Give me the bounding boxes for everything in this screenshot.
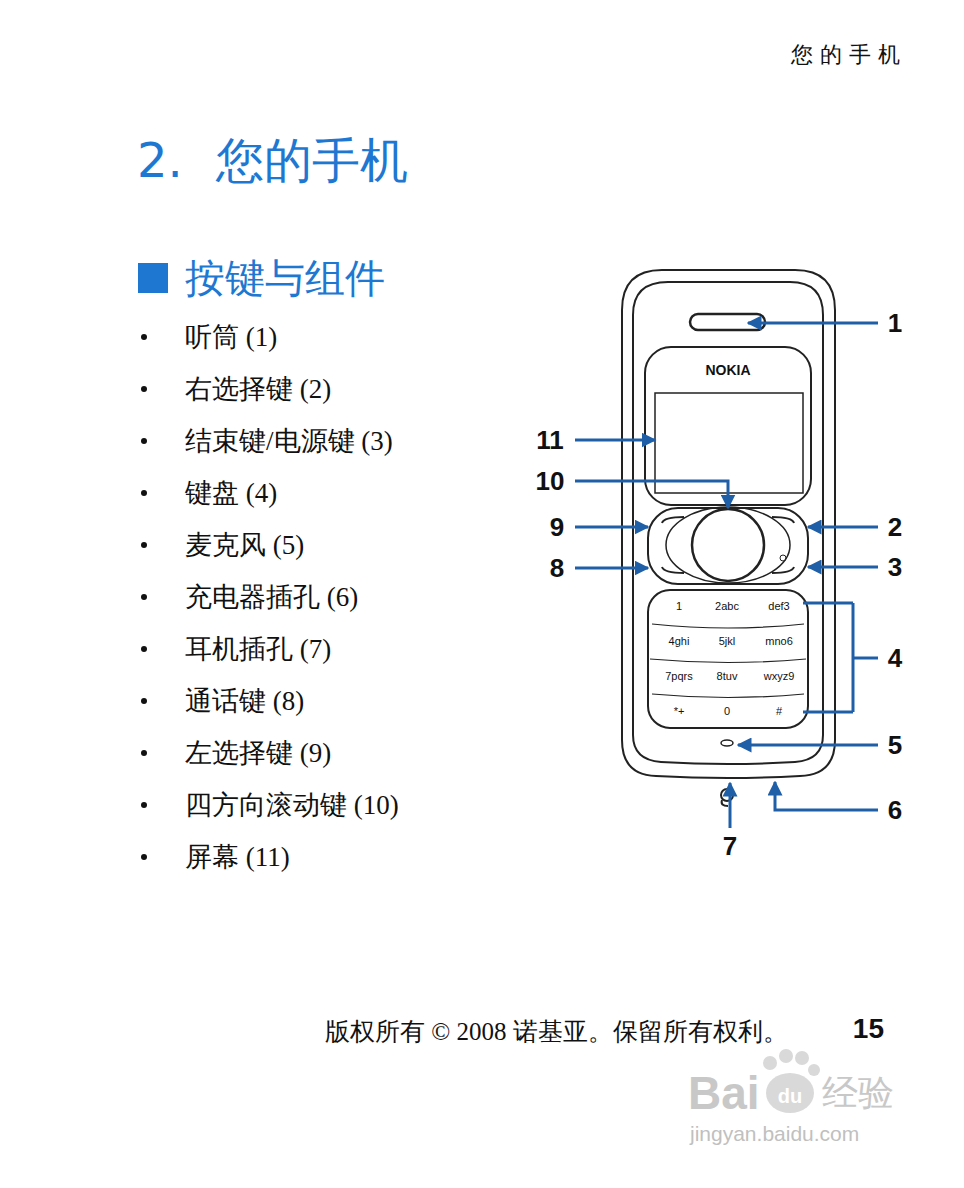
leader-lines <box>575 323 878 828</box>
key-label: # <box>776 706 782 717</box>
callout-number: 10 <box>536 468 565 494</box>
callout-number: 1 <box>888 310 902 336</box>
part-list-item: 左选择键 (9) <box>185 740 331 767</box>
key-label: mno6 <box>765 636 793 647</box>
part-list-item: 右选择键 (2) <box>185 376 331 403</box>
key-label: 0 <box>724 706 730 717</box>
callout-number: 2 <box>888 514 902 540</box>
bullets <box>141 334 147 860</box>
part-list-item: 键盘 (4) <box>185 480 277 507</box>
watermark: du <box>778 1086 802 1106</box>
running-header: 您 的 手 机 <box>791 44 900 66</box>
key-label: def3 <box>768 601 789 612</box>
key-label: 4ghi <box>669 636 690 647</box>
callout-number: 5 <box>888 732 902 758</box>
section-heading: 按键与组件 <box>185 258 385 298</box>
key-label: 7pqrs <box>665 671 693 682</box>
callout-number: 7 <box>723 833 737 859</box>
copyright-footer: 版权所有 © 2008 诺基亚。保留所有权利。 <box>325 1019 788 1044</box>
callout-number: 6 <box>888 797 902 823</box>
key-label: *+ <box>674 706 685 717</box>
callout-number: 4 <box>888 645 902 671</box>
part-list-item: 耳机插孔 (7) <box>185 636 331 663</box>
key-label: 5jkl <box>719 636 736 647</box>
watermark: Bai <box>688 1070 760 1116</box>
chapter-title: 2. 您的手机 <box>137 136 408 184</box>
part-list-item: 充电器插孔 (6) <box>185 584 358 611</box>
part-list-item: 听筒 (1) <box>185 324 277 351</box>
watermark-paw <box>763 1049 820 1113</box>
callout-number: 9 <box>550 514 564 540</box>
phone-body <box>622 270 835 806</box>
brand-logo: NOKIA <box>705 363 750 377</box>
page-number: 15 <box>853 1015 884 1043</box>
watermark: 经验 <box>822 1075 894 1111</box>
part-list-item: 通话键 (8) <box>185 688 304 715</box>
watermark: jingyan.baidu.com <box>690 1123 859 1144</box>
key-label: 8tuv <box>717 671 738 682</box>
part-list-item: 麦克风 (5) <box>185 532 304 559</box>
part-list-item: 四方向滚动键 (10) <box>185 792 399 819</box>
key-label: wxyz9 <box>764 671 795 682</box>
part-list-item: 屏幕 (11) <box>185 844 290 871</box>
callout-number: 8 <box>550 555 564 581</box>
callout-number: 11 <box>536 427 564 453</box>
part-list-item: 结束键/电源键 (3) <box>185 428 393 455</box>
callout-number: 3 <box>888 554 902 580</box>
section-square <box>138 263 168 293</box>
key-label: 2abc <box>715 601 739 612</box>
key-label: 1 <box>676 601 682 612</box>
